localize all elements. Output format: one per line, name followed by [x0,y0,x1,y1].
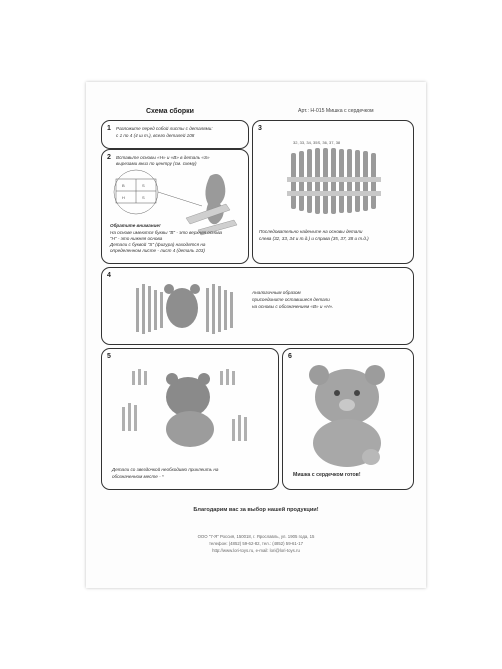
footer-address: ООО "7-Я" Россия, 150018, г. Ярославль, … [197,534,315,539]
label-h: H [122,195,125,200]
step-text: с 1 по 4 (4 ш т.), всего деталей 108 [116,133,195,138]
caption: Мишка с сердечком готов! [293,472,361,478]
step-text: Вставьте основы «Н» и «В» в деталь «S» [116,155,210,160]
note-line: Детали с буквой "S" (фигура) находятся н… [110,242,206,247]
step-text: обозначенном месте - * [112,474,164,479]
footer-website: http://www.lori-toys.ru, e-mail: lori@lo… [212,548,300,553]
step-text: Детали со звездочкой необходимо приклеит… [112,467,219,472]
step-3-panel: 3 32, 33, 34, 35S, 36, 37, 38 Последоват… [252,120,414,264]
step-text: Последовательно наденьте на основы детал… [259,229,363,234]
label-s: S [142,183,145,188]
note-title: Обратите внимание! [110,223,161,228]
step-number: 5 [107,353,111,360]
step-1-panel: 1 Разложите перед собой листы с деталями… [101,120,249,149]
step-number: 3 [258,125,262,132]
step-number: 6 [288,353,292,360]
step-text: присоедините оставшиеся детали [252,297,330,302]
thanks-message: Благодарим вас за выбор нашей продукции! [193,507,319,513]
step-text: Аналогичным образом [252,290,301,295]
article-number: Арт.: Н-015 Мишка с сердечком [298,108,374,114]
label-s: S [142,195,145,200]
step-text: вырезами вниз по центру (см. схему) [116,161,197,166]
step-text: слева (32, 33, 34 и т.д.) и справа (35, … [259,236,369,241]
finished-bear-image [309,365,385,467]
step-4-panel: 4 Аналогичным образом присоедините остав… [101,267,414,345]
step-5-panel: 5 Детали со звездочкой необходимо прикле… [101,348,279,490]
step-number: 4 [107,272,111,279]
parts-diagram [136,284,233,334]
note-line: На основе имеются буквы "В" - это верхня… [110,230,223,235]
note-line: "Н" - это нижняя основа [110,236,163,241]
assembly-diagram [122,369,247,447]
note-line: определенном листе - лист 4 (деталь 103) [110,248,205,253]
step-number: 2 [107,154,111,161]
step-number: 1 [107,125,111,132]
step-6-panel: 6 Мишка с сердечком готов! [282,348,414,490]
page-title: Схема сборки [146,108,194,115]
footer-phone: телефон: (4852) 59-62-82, тел.: (4852) 5… [208,541,304,546]
step-text: на основы с обозначением «В» и «Н». [252,304,334,309]
base-assembly-diagram [113,169,238,236]
step-text: Разложите перед собой листы с деталями: [116,126,213,131]
slices-diagram [287,148,381,214]
part-numbers: 32, 33, 34, 35S, 36, 37, 38 [293,140,341,145]
step-2-panel: 2 Вставьте основы «Н» и «В» в деталь «S»… [101,149,249,264]
label-b: B [122,183,125,188]
